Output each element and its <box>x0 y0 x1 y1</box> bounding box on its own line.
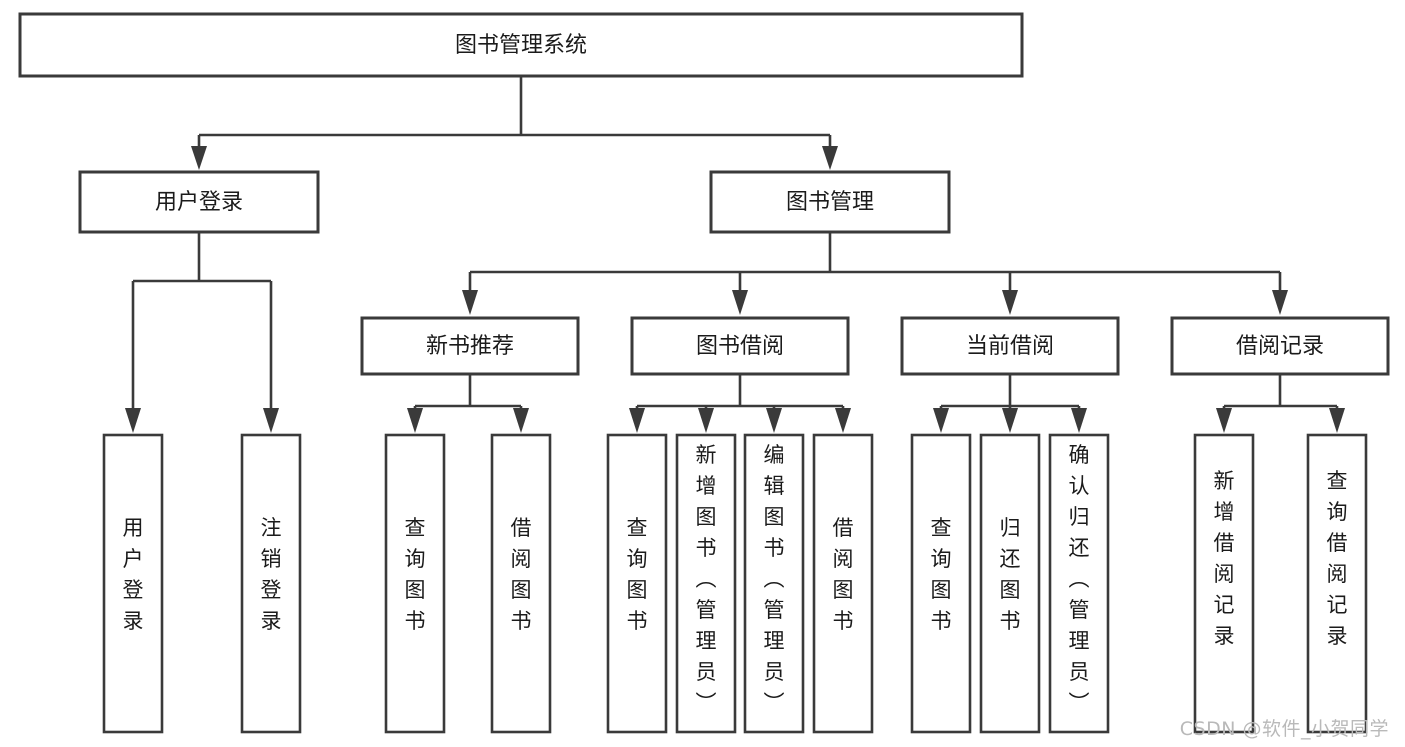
leaf-confirm-return-label: 确认归还︵管理员︶ <box>1069 443 1090 715</box>
leaf-confirm-return[interactable]: 确认归还︵管理员︶ <box>1048 433 1110 734</box>
arrow-head-leaf-query-record <box>1329 408 1345 433</box>
arrow-head-leaf-confirm-return <box>1071 408 1087 433</box>
leaf-edit-book-box[interactable] <box>743 433 805 734</box>
node-new-book-recommend-box[interactable] <box>360 316 580 376</box>
leaf-user-login[interactable]: 用户登录 <box>102 433 164 734</box>
node-borrow-record[interactable]: 借阅记录 <box>1170 316 1390 376</box>
leaf-borrow-book-2-box[interactable] <box>812 433 874 734</box>
arrow-head-borrow-record <box>1272 290 1288 315</box>
arrow-head-leaf-query-book-2 <box>629 408 645 433</box>
leaf-query-record-label: 查询借阅记录 <box>1327 469 1348 648</box>
leaf-query-book-2[interactable]: 查询图书 <box>606 433 668 734</box>
node-root-label: 图书管理系统 <box>455 33 587 58</box>
node-new-book-recommend-label: 新书推荐 <box>426 334 514 359</box>
arrow-head-book-borrow <box>732 290 748 315</box>
node-user-login-label: 用户登录 <box>155 190 243 215</box>
leaf-borrow-book-1[interactable]: 借阅图书 <box>490 433 552 734</box>
leaf-query-book-2-box[interactable] <box>606 433 668 734</box>
leaf-return-book-box[interactable] <box>979 433 1041 734</box>
leaf-user-logout-box[interactable] <box>240 433 302 734</box>
leaf-add-book-box[interactable] <box>675 433 737 734</box>
arrow-head-new-book-recommend <box>462 290 478 315</box>
arrow-head-leaf-add-book <box>698 408 714 433</box>
leaf-add-record-box[interactable] <box>1193 433 1255 734</box>
node-book-borrow[interactable]: 图书借阅 <box>630 316 850 376</box>
leaf-query-book-2-label: 查询图书 <box>627 516 648 633</box>
leaf-query-book-1[interactable]: 查询图书 <box>384 433 446 734</box>
leaf-add-record[interactable]: 新增借阅记录 <box>1193 433 1255 734</box>
leaf-query-book-3[interactable]: 查询图书 <box>910 433 972 734</box>
arrow-head-leaf-borrow-book-1 <box>513 408 529 433</box>
arrow-head-leaf-edit-book <box>766 408 782 433</box>
node-book-borrow-box[interactable] <box>630 316 850 376</box>
node-root[interactable]: 图书管理系统 <box>18 12 1024 78</box>
leaf-query-record-box[interactable] <box>1306 433 1368 734</box>
node-borrow-record-box[interactable] <box>1170 316 1390 376</box>
leaf-edit-book-label: 编辑图书︵管理员︶ <box>764 443 785 715</box>
node-book-manage-label: 图书管理 <box>786 190 874 215</box>
leaf-add-book-label: 新增图书︵管理员︶ <box>696 443 717 715</box>
node-book-manage[interactable]: 图书管理 <box>709 170 951 234</box>
leaf-query-book-1-box[interactable] <box>384 433 446 734</box>
node-root-box[interactable] <box>18 12 1024 78</box>
arrow-head-leaf-user-logout <box>263 408 279 433</box>
leaf-query-book-3-box[interactable] <box>910 433 972 734</box>
node-book-borrow-label: 图书借阅 <box>696 334 784 359</box>
arrow-head-userlogin <box>191 146 207 170</box>
leaf-return-book-label: 归还图书 <box>1000 516 1021 633</box>
leaf-confirm-return-box[interactable] <box>1048 433 1110 734</box>
leaf-borrow-book-1-box[interactable] <box>490 433 552 734</box>
arrow-head-leaf-borrow-book-2 <box>835 408 851 433</box>
node-book-manage-box[interactable] <box>709 170 951 234</box>
leaf-add-record-label: 新增借阅记录 <box>1214 469 1235 648</box>
leaf-user-logout[interactable]: 注销登录 <box>240 433 302 734</box>
leaf-borrow-book-2-label: 借阅图书 <box>833 516 854 633</box>
arrow-head-leaf-query-book-3 <box>933 408 949 433</box>
connector-group <box>125 76 1345 433</box>
arrow-head-leaf-add-record <box>1216 408 1232 433</box>
arrow-head-current-borrow <box>1002 290 1018 315</box>
leaf-borrow-book-1-label: 借阅图书 <box>511 516 532 633</box>
node-user-login[interactable]: 用户登录 <box>78 170 320 234</box>
arrow-head-leaf-query-book-1 <box>407 408 423 433</box>
leaf-query-book-3-label: 查询图书 <box>931 516 952 633</box>
arrow-head-bookmanage <box>822 146 838 170</box>
node-borrow-record-label: 借阅记录 <box>1236 334 1324 359</box>
arrow-head-leaf-return-book <box>1002 408 1018 433</box>
leaf-query-record[interactable]: 查询借阅记录 <box>1306 433 1368 734</box>
leaf-query-book-1-label: 查询图书 <box>405 516 426 633</box>
leaf-user-login-label: 用户登录 <box>123 516 144 633</box>
leaf-borrow-book-2[interactable]: 借阅图书 <box>812 433 874 734</box>
node-current-borrow[interactable]: 当前借阅 <box>900 316 1120 376</box>
node-current-borrow-box[interactable] <box>900 316 1120 376</box>
leaf-user-login-box[interactable] <box>102 433 164 734</box>
leaf-user-logout-label: 注销登录 <box>261 516 282 633</box>
node-user-login-box[interactable] <box>78 170 320 234</box>
node-new-book-recommend[interactable]: 新书推荐 <box>360 316 580 376</box>
leaf-return-book[interactable]: 归还图书 <box>979 433 1041 734</box>
leaf-add-book[interactable]: 新增图书︵管理员︶ <box>675 433 737 734</box>
node-current-borrow-label: 当前借阅 <box>966 334 1054 359</box>
arrow-head-leaf-user-login <box>125 408 141 433</box>
leaf-edit-book[interactable]: 编辑图书︵管理员︶ <box>743 433 805 734</box>
